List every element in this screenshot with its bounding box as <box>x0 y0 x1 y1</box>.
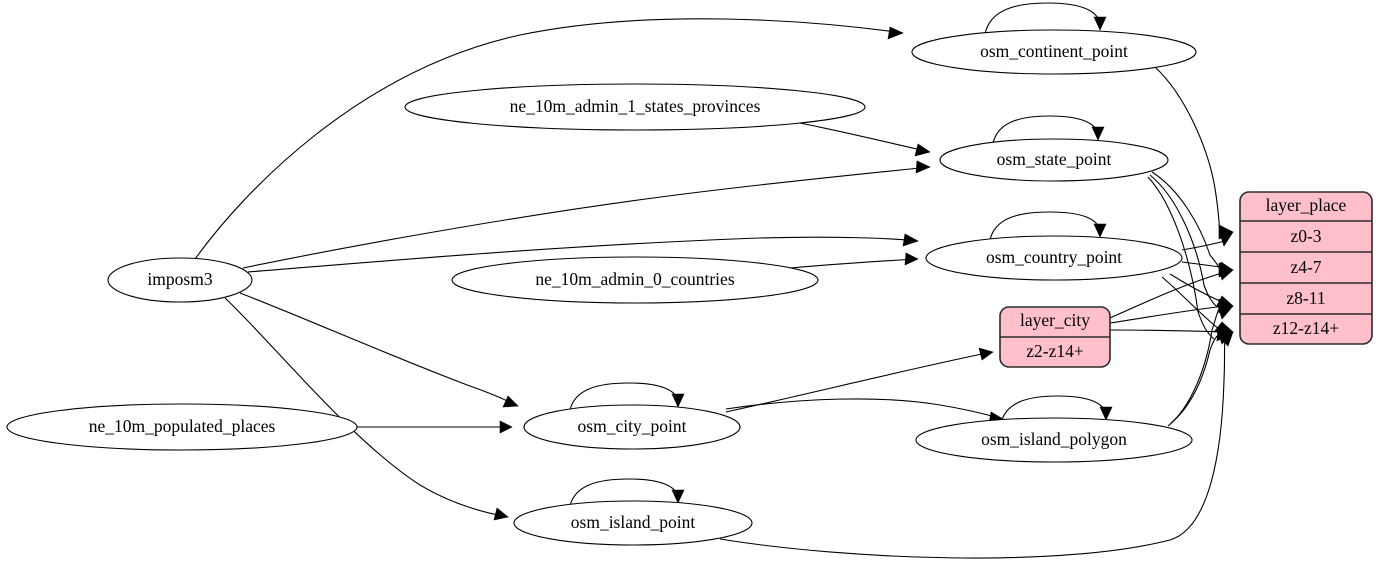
node-osm-island-point[interactable]: osm_island_point <box>513 500 753 546</box>
record-node-layer-city[interactable]: layer_city z2-z14+ <box>999 306 1111 368</box>
node-osm-state-point[interactable]: osm_state_point <box>939 138 1169 182</box>
edge-layer_city-to-layer_place-z4-7 <box>1109 267 1234 319</box>
node-imposm3[interactable]: imposm3 <box>107 257 253 303</box>
edge-osm_state_point-to-layer_place-z8-11 <box>1149 174 1234 314</box>
edge-osm_city_point-to-layer_city-z2-z14 <box>725 347 994 413</box>
record-row-layer-city-title: layer_city <box>1020 310 1090 330</box>
edge-osm_continent_point-to-layer_place-z0-3 <box>1154 66 1234 240</box>
record-layer: layer_place z0-3 z4-7 z8-11 z12-z14+ lay… <box>999 191 1373 368</box>
node-osm-country-point[interactable]: osm_country_point <box>925 235 1183 281</box>
node-label-ne-states: ne_10m_admin_1_states_provinces <box>510 96 761 116</box>
edge-imposm3-to-osm_continent_point <box>194 18 904 260</box>
node-label-imposm3: imposm3 <box>147 269 212 289</box>
edge-self-loop-osm_continent_point <box>984 2 1107 35</box>
edge-imposm3-to-osm_state_point <box>242 160 931 269</box>
node-osm-island-polygon[interactable]: osm_island_polygon <box>915 417 1193 463</box>
node-ne-10m-admin-1-states-provinces[interactable]: ne_10m_admin_1_states_provinces <box>404 83 866 131</box>
node-osm-city-point[interactable]: osm_city_point <box>523 404 741 450</box>
record-row-layer-city-z2-z14[interactable]: z2-z14+ <box>1026 341 1084 361</box>
node-label-osm-island-point: osm_island_point <box>571 512 696 532</box>
edge-self-loop-osm_state_point <box>992 115 1105 144</box>
record-row-layer-place-z0-3[interactable]: z0-3 <box>1290 226 1321 246</box>
record-row-layer-place-z8-11[interactable]: z8-11 <box>1286 288 1325 308</box>
record-row-layer-place-title: layer_place <box>1266 195 1347 215</box>
node-label-ne-populated: ne_10m_populated_places <box>89 416 276 436</box>
edge-imposm3-to-osm_country_point <box>247 233 919 273</box>
edge-self-loop-osm_country_point <box>989 211 1107 241</box>
node-label-osm-island-polygon: osm_island_polygon <box>981 429 1127 449</box>
edge-osm_island_point-to-layer_place-z12-z14 <box>719 331 1234 559</box>
edge-ne_states-to-osm_state_point <box>799 122 931 157</box>
edge-layer_city-to-layer_place-z8-11 <box>1109 299 1234 324</box>
node-ne-10m-admin-0-countries[interactable]: ne_10m_admin_0_countries <box>451 256 819 304</box>
edge-self-loop-osm_island_polygon <box>1000 395 1113 424</box>
record-row-layer-place-z4-7[interactable]: z4-7 <box>1290 257 1321 277</box>
node-label-osm-continent-point: osm_continent_point <box>980 41 1128 61</box>
edge-ne_countries-to-osm_country_point <box>789 252 919 269</box>
edge-osm_country_point-to-layer_place-z0-3 <box>1181 231 1234 251</box>
edge-self-loop-osm_island_point <box>569 478 685 507</box>
record-row-layer-place-z12-z14[interactable]: z12-z14+ <box>1273 318 1339 338</box>
edge-layer <box>194 2 1234 559</box>
record-node-layer-place[interactable]: layer_place z0-3 z4-7 z8-11 z12-z14+ <box>1239 191 1373 345</box>
node-ne-10m-populated-places[interactable]: ne_10m_populated_places <box>6 403 358 451</box>
node-label-osm-country-point: osm_country_point <box>986 247 1122 267</box>
edge-layer_city-to-layer_place-z12-z14 <box>1109 325 1234 339</box>
node-label-osm-city-point: osm_city_point <box>578 416 687 436</box>
edge-osm_island_polygon-to-layer_place-z8-11 <box>1167 305 1234 427</box>
node-layer: imposm3 ne_10m_admin_1_states_provinces … <box>6 29 1197 546</box>
edge-imposm3-to-osm_city_point <box>239 292 519 408</box>
edge-ne_populated-to-osm_city_point <box>357 420 513 434</box>
node-label-osm-state-point: osm_state_point <box>997 149 1112 169</box>
node-label-ne-countries: ne_10m_admin_0_countries <box>535 269 734 289</box>
edge-imposm3-to-osm_island_point <box>224 297 509 521</box>
node-osm-continent-point[interactable]: osm_continent_point <box>911 29 1197 75</box>
edge-self-loop-osm_city_point <box>569 382 685 411</box>
